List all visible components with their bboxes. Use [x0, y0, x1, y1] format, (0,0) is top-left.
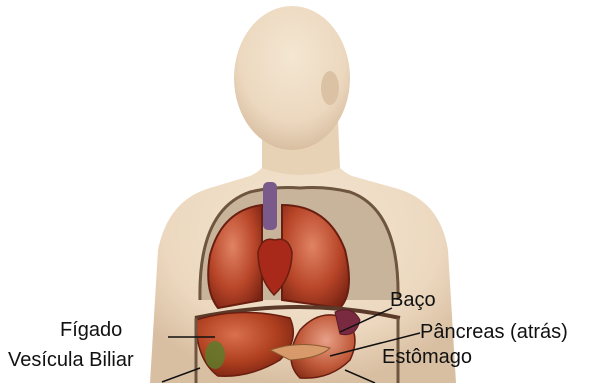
- label-baco: Baço: [390, 290, 436, 310]
- trachea: [263, 182, 277, 230]
- label-estomago: Estômago: [382, 347, 472, 367]
- gallbladder: [205, 341, 225, 369]
- ear: [321, 71, 339, 105]
- label-vesicula-biliar: Vesícula Biliar: [8, 350, 134, 370]
- label-pancreas: Pâncreas (atrás): [420, 322, 568, 342]
- label-figado: Fígado: [60, 320, 122, 340]
